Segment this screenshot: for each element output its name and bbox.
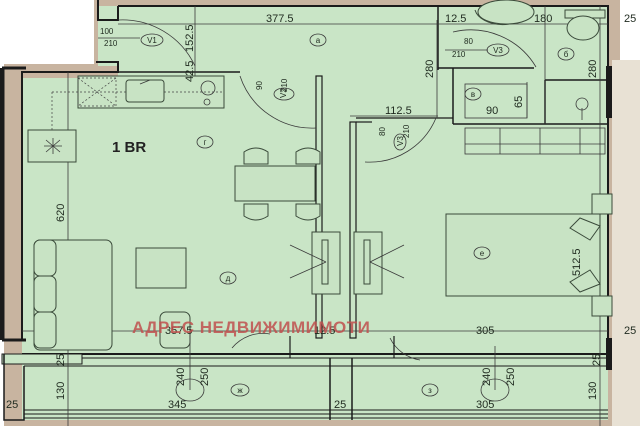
- door-tag-v2: 90 210 V2: [255, 78, 295, 101]
- svg-text:90: 90: [255, 81, 264, 90]
- bath-fixtures: [464, 0, 606, 120]
- toilet-icon: [566, 15, 600, 41]
- dim-balcony-gap: 25: [334, 399, 346, 411]
- room-markers: а б в г д е ж з: [196, 33, 575, 397]
- dimension-labels: 377.5 12.5 180 25 152.5 42.5 280 280 112…: [6, 13, 636, 411]
- dim-balcony-right-width: 305: [476, 399, 494, 411]
- dim-bedroom-width: 305: [476, 325, 494, 337]
- svg-text:е: е: [480, 249, 485, 258]
- dim-bed-height: 512.5: [571, 248, 583, 276]
- dim-mid-wall: 12.5: [314, 325, 335, 337]
- svg-text:в: в: [471, 90, 475, 99]
- room-marker-e: е: [473, 246, 491, 260]
- svg-text:80: 80: [464, 37, 473, 46]
- svg-text:210: 210: [104, 39, 118, 48]
- dim-kitchen-offset: 42.5: [184, 61, 196, 82]
- svg-text:ж: ж: [237, 386, 243, 395]
- dim-window-left-h1: 240: [175, 368, 187, 386]
- washer-icon: [200, 80, 216, 106]
- dim-corridor-width: 112.5: [385, 105, 412, 117]
- room-marker-b: б: [557, 47, 575, 61]
- dim-bath-height-right: 280: [587, 60, 599, 78]
- tv-bedroom: [353, 231, 405, 295]
- dim-left-wall-low: 25: [55, 354, 67, 366]
- dim-right-edge-low: 25: [624, 325, 636, 337]
- svg-text:210: 210: [280, 78, 289, 92]
- svg-text:V1: V1: [147, 36, 157, 45]
- svg-text:V2: V2: [279, 88, 288, 98]
- sink-icon: [125, 79, 165, 103]
- dim-balcony-left-width: 345: [168, 399, 186, 411]
- dim-bath-height-left: 280: [424, 60, 436, 78]
- svg-text:100: 100: [100, 27, 114, 36]
- dim-balcony-depth-right: 130: [587, 382, 599, 400]
- room-marker-z: з: [421, 383, 439, 397]
- tv-living: [289, 231, 341, 295]
- dim-top-hall: 377.5: [266, 13, 294, 25]
- room-marker-g: г: [196, 135, 214, 149]
- dim-bath-top-right: 180: [534, 13, 552, 25]
- room-marker-v: в: [464, 87, 482, 101]
- dim-living-height: 620: [55, 204, 67, 222]
- vent-star-icon: [44, 138, 62, 154]
- dim-right-wall-low: 25: [591, 354, 603, 366]
- wardrobe: [464, 127, 606, 155]
- dim-closet-depth: 65: [513, 96, 525, 108]
- svg-text:V3: V3: [396, 136, 405, 146]
- dim-living-width: 357.5: [165, 325, 193, 337]
- walls: [0, 0, 612, 421]
- dim-window-right-h1: 240: [481, 368, 493, 386]
- room-marker-zh: ж: [230, 383, 250, 397]
- svg-text:б: б: [564, 50, 569, 59]
- dim-window-right-h2: 250: [505, 368, 517, 386]
- nightstand-top: [591, 193, 613, 215]
- coffee-table: [135, 247, 187, 289]
- svg-text:80: 80: [378, 127, 387, 136]
- cooktop-icon: [77, 77, 117, 107]
- door-tags: 100 210 V1 90 210 V2 80 210 V3 80 210 V3: [98, 27, 510, 151]
- svg-text:V3: V3: [493, 46, 503, 55]
- bed: [445, 193, 613, 317]
- room-marker-d: д: [219, 271, 237, 285]
- dim-closet-width: 90: [486, 105, 498, 117]
- unit-title: 1 BR: [112, 139, 146, 156]
- svg-text:д: д: [226, 274, 231, 283]
- door-tag-v3-corridor: 80 210 V3: [378, 124, 411, 151]
- svg-text:з: з: [428, 386, 432, 395]
- watermark: АДРЕС НЕДВИЖИМИМОТИ: [132, 318, 370, 337]
- dim-window-left-h2: 250: [199, 368, 211, 386]
- nightstand-bottom: [591, 295, 613, 317]
- sofa: [33, 239, 191, 351]
- door-tag-v1: 100 210 V1: [98, 27, 164, 48]
- svg-text:210: 210: [452, 50, 466, 59]
- dim-entry-height: 152.5: [184, 24, 196, 52]
- kitchen: [27, 75, 225, 163]
- room-marker-a: а: [309, 33, 327, 47]
- svg-text:210: 210: [402, 124, 411, 138]
- svg-text:г: г: [204, 138, 207, 147]
- dim-bath-top-left: 12.5: [445, 13, 466, 25]
- dim-balcony-depth-left: 130: [55, 382, 67, 400]
- dim-left-edge-low: 25: [6, 399, 18, 411]
- door-tag-v3: 80 210 V3: [445, 37, 510, 59]
- dining-set: [234, 147, 321, 221]
- balcony-fixtures: [175, 334, 510, 402]
- dim-right-edge-top: 25: [624, 13, 636, 25]
- svg-text:а: а: [316, 36, 321, 45]
- doors: [117, 19, 537, 361]
